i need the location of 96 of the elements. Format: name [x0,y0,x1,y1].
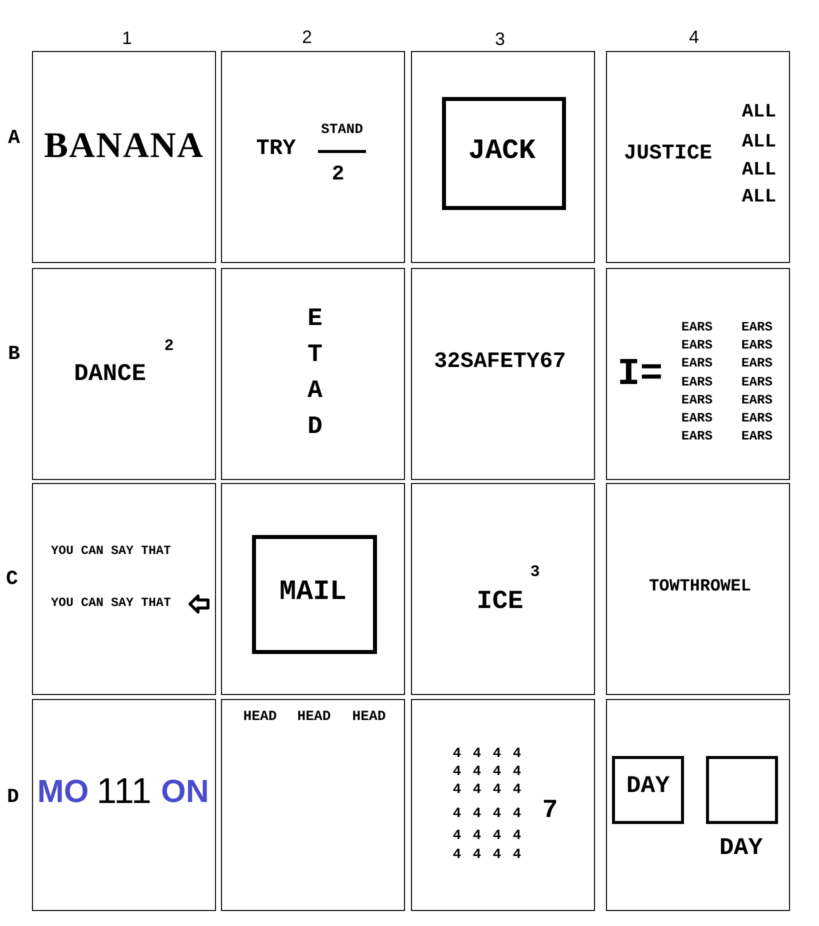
rebus-digit: 4 [452,848,462,862]
rebus-word: EARS [741,356,773,370]
rebus-word: EARS [741,430,773,443]
rebus-digit: 4 [512,765,522,779]
frame-box [612,756,684,824]
rebus-digit: 4 [512,747,522,761]
puzzle-cell [32,483,216,695]
row-letter: A [8,129,20,149]
rebus-digit: 4 [512,807,522,821]
rebus-word: ALL [742,160,776,180]
puzzle-cell [411,483,595,695]
column-number: 3 [495,30,505,48]
rebus-digit: 4 [452,783,462,797]
rebus-digit: 4 [452,747,462,761]
rebus-word: MAIL [279,579,347,607]
rebus-digit: 4 [492,765,502,779]
rebus-digits: 111 [96,773,152,809]
rebus-digit: 4 [472,765,482,779]
column-number: 4 [689,28,699,46]
rebus-word: JUSTICE [624,144,712,164]
rebus-word: HEAD [243,710,277,724]
frame-box [442,97,566,210]
rebus-word: EARS [741,393,773,406]
rebus-digit: 4 [452,829,462,843]
rebus-word: EARS [681,320,713,334]
rebus-word: TRY [256,138,296,160]
rebus-digit: 4 [492,747,502,761]
row-letter: B [8,345,20,365]
superscript-number: 3 [530,564,540,580]
rebus-word: BANANA [44,127,204,163]
puzzle-cell [606,268,790,480]
puzzle-cell [606,51,790,263]
rebus-phrase: YOU CAN SAY THAT [50,596,172,610]
rebus-digit: 4 [472,747,482,761]
rebus-digit: 4 [512,829,522,843]
rebus-digit: 7 [542,797,558,823]
rebus-word: I= [617,356,663,394]
rebus-word: ALL [742,132,776,152]
rebus-word: EARS [681,356,713,370]
rebus-letters: MO [37,775,89,807]
puzzle-cell [32,51,216,263]
empty-box [706,756,778,824]
rebus-word: DAY [626,775,670,799]
column-number: 2 [302,28,312,46]
rebus-word: EARS [741,338,773,352]
rebus-digit: 4 [492,807,502,821]
rebus-word: ALL [742,188,776,206]
fraction-denominator: 2 [332,164,344,186]
rebus-word: EARS [681,375,713,388]
fraction-numerator: STAND [321,123,363,137]
rebus-digit: 4 [512,783,522,797]
rebus-word: HEAD [297,710,331,724]
rebus-word: EARS [741,375,773,388]
rebus-word: ALL [742,102,776,122]
rebus-digit: 4 [472,807,482,821]
rebus-word: EARS [681,338,713,352]
puzzle-cell [606,699,790,911]
puzzle-cell [411,268,595,480]
column-number: 1 [122,29,132,47]
rebus-word: EARS [681,430,713,443]
puzzle-cell [411,51,595,263]
rebus-digit: 4 [472,783,482,797]
rebus-word: EARS [741,320,773,334]
puzzle-cell [411,699,595,911]
rebus-word: DAY [719,837,763,861]
rebus-digit: 4 [492,848,502,862]
puzzle-cell [221,268,405,480]
rebus-word: ICE [476,588,524,614]
row-letter: C [6,570,18,590]
rebus-word: EARS [741,412,773,424]
rebus-digit: 4 [472,829,482,843]
rebus-digit: 4 [472,848,482,862]
rebus-word: TOWTHROWEL [648,578,752,596]
rebus-digit: 4 [452,807,462,821]
rebus-word: 32SAFETY67 [434,351,566,373]
puzzle-cell [221,483,405,695]
puzzle-cell [221,699,405,911]
rebus-word: JACK [468,138,536,166]
rebus-digit: 4 [512,848,522,862]
row-letter: D [7,788,19,808]
rebus-word: EARS [681,393,713,406]
rebus-word: DANCE [74,363,146,387]
rebus-digit: 4 [492,829,502,843]
rebus-word: EARS [681,412,713,424]
puzzle-cell [32,699,216,911]
rebus-letters: ON [161,775,209,807]
puzzle-cell [606,483,790,695]
rebus-digit: 4 [452,765,462,779]
vertical-word: E T A D [308,303,322,443]
rebus-word: HEAD [352,710,386,724]
rebus-digit: 4 [492,783,502,797]
puzzle-cell [32,268,216,480]
rebus-phrase: YOU CAN SAY THAT [50,544,172,558]
superscript-number: 2 [164,338,174,354]
puzzle-cell [221,51,405,263]
frame-box [252,535,377,654]
